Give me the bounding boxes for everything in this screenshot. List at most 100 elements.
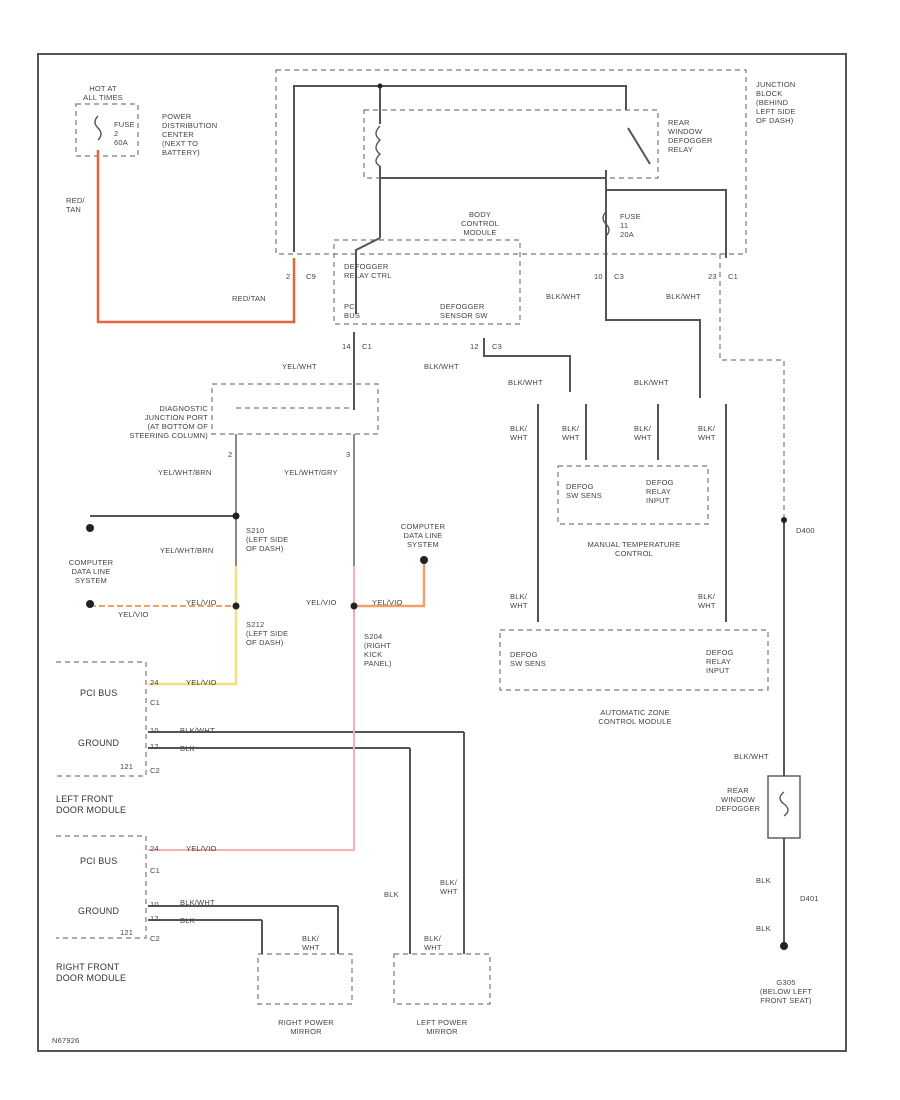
splice-dots (86, 83, 788, 950)
yellow-wire-s212 (148, 566, 238, 686)
bcm-box (333, 239, 521, 325)
label-pin-12-lf: 12 (150, 742, 159, 751)
label-pin-3: 3 (346, 450, 351, 459)
label-junction-block: JUNCTION BLOCK (BEHIND LEFT SIDE OF DASH… (756, 80, 796, 125)
label-pin-2-c9: 2 (286, 272, 291, 281)
label-pdc: POWER DISTRIBUTION CENTER (NEXT TO BATTE… (162, 112, 218, 157)
label-pin-12: 12 (470, 342, 479, 351)
relay-box (363, 109, 659, 179)
label-defogger-relay-ctrl: DEFOGGER RELAY CTRL (344, 262, 392, 280)
label-blk-wht-col6: BLK/ WHT (698, 592, 716, 610)
bcm-defog-ctrl (355, 237, 381, 314)
label-bcm: BODY CONTROL MODULE (460, 210, 500, 237)
label-blk-wht-5: BLK/WHT (634, 378, 669, 387)
label-yel-brn-1: YEL/WHT/BRN (158, 468, 212, 477)
label-fuse-2: FUSE 2 60A (114, 120, 135, 147)
label-blk-rf: BLK (180, 916, 195, 925)
left-mirror-box (393, 953, 491, 1005)
label-diag-port: DIAGNOSTIC JUNCTION PORT (AT BOTTOM OF S… (129, 404, 208, 440)
dark-wires (90, 85, 785, 954)
label-defog-relay-input-1: DEFOG RELAY INPUT (646, 478, 674, 505)
label-blk-wht-rf: BLK/WHT (180, 898, 215, 907)
s212-splice (232, 602, 240, 610)
label-blk-lf: BLK (180, 744, 195, 753)
label-defog-relay-input-2: DEFOG RELAY INPUT (706, 648, 734, 675)
relay-switch (627, 127, 651, 165)
label-manual-temp-control: MANUAL TEMPERATURE CONTROL (587, 540, 681, 558)
gray-wires (235, 434, 355, 566)
label-yel-wht: YEL/WHT (282, 362, 317, 371)
label-pin-24-rf: 24 (150, 844, 159, 853)
label-ground-rf: GROUND (78, 906, 120, 916)
label-blk-wht-lps-a: BLK/ WHT (440, 878, 458, 896)
label-ground-lf: GROUND (78, 738, 120, 748)
label-c1-b: C1 (728, 272, 738, 281)
label-blk-wht-3: BLK/WHT (424, 362, 459, 371)
label-blk-wht-col4: BLK/ WHT (698, 424, 716, 442)
red-tan-wire (96, 150, 296, 324)
label-yel-vio-3: YEL/VIO (306, 598, 337, 607)
label-pin-10-lf: 10 (150, 726, 159, 735)
label-blk-wht-1: BLK/WHT (546, 292, 581, 301)
label-d401: D401 (800, 894, 819, 903)
label-red-tan-1: RED/ TAN (66, 196, 85, 214)
label-c1-a: C1 (362, 342, 372, 351)
label-pci-bus-rf: PCI BUS (80, 856, 118, 866)
pink-wire (148, 566, 355, 851)
label-defog-sw-sense-2: DEFOG SW SENS (510, 650, 546, 668)
label-c3-b: C3 (614, 272, 624, 281)
label-s204: S204 (RIGHT KICK PANEL) (364, 632, 392, 668)
label-s210: S210 (LEFT SIDE OF DASH) (246, 526, 289, 553)
label-pin-23: 23 (708, 272, 717, 281)
label-s212: S212 (LEFT SIDE OF DASH) (246, 620, 289, 647)
label-yel-vio-2: YEL/VIO (118, 610, 149, 619)
s210-splice (232, 512, 240, 520)
symbols (94, 115, 801, 839)
junction-block-box (275, 69, 747, 255)
label-pin-10-rf: 10 (150, 900, 159, 909)
label-auto-zone-control: AUTOMATIC ZONE CONTROL MODULE (598, 708, 672, 726)
label-right-front-door-module: RIGHT FRONT DOOR MODULE (56, 962, 127, 983)
label-pin-24-lf: 24 (150, 678, 159, 687)
label-defogger-sensor-sw: DEFOGGER SENSOR SW (440, 302, 488, 320)
label-c2-rf: C2 (150, 934, 160, 943)
label-c3-a: C3 (492, 342, 502, 351)
label-pci-bus: PCI BUS (344, 302, 361, 320)
label-cdl-right: COMPUTER DATA LINE SYSTEM (400, 522, 446, 549)
label-rear-window-defogger: REAR WINDOW DEFOGGER (715, 786, 761, 813)
label-yel-vio-1: YEL/VIO (186, 598, 217, 607)
label-c1-rf: C1 (150, 866, 160, 875)
component-outlines (56, 69, 785, 1005)
yel-vio-wire-right (354, 560, 426, 608)
label-pci-bus-lf: PCI BUS (80, 688, 118, 698)
label-blk-wht-col2: BLK/ WHT (562, 424, 580, 442)
jb-node (377, 83, 383, 89)
label-yel-brn-2: YEL/WHT/BRN (160, 546, 214, 555)
label-pin-2: 2 (228, 450, 233, 459)
diag-port-box (211, 383, 379, 435)
rf-door-module-outline (56, 835, 147, 939)
label-fuse-11: FUSE 11 20A (620, 212, 641, 239)
label-pin-10: 10 (594, 272, 603, 281)
label-blk-wht-lf: BLK/WHT (180, 726, 215, 735)
label-cdl-left: COMPUTER DATA LINE SYSTEM (68, 558, 114, 585)
label-defog-sw-sense-1: DEFOG SW SENS (566, 482, 602, 500)
jb-loop-wire (293, 85, 627, 252)
label-left-front-door-module: LEFT FRONT DOOR MODULE (56, 794, 127, 815)
label-blk-1: BLK (756, 876, 771, 885)
label-pin-12-rf: 12 (150, 914, 159, 923)
lf-door-module-outline (56, 661, 147, 777)
label-d400: D400 (796, 526, 815, 535)
blk-wht-left (483, 338, 571, 392)
label-blk-wht-rps: BLK/ WHT (302, 934, 320, 952)
label-pin-121-lf: 121 (120, 762, 134, 771)
blk-wht-right (605, 256, 701, 398)
diagram-frame (37, 53, 847, 1052)
cdl-right-dot (420, 556, 428, 564)
relay-coil-symbol (375, 125, 382, 167)
defogger-element (767, 775, 801, 839)
g305-ground (780, 942, 788, 950)
manual-temp-box (557, 465, 709, 525)
fuse-to-c1 (606, 189, 727, 258)
label-relay: REAR WINDOW DEFOGGER RELAY (668, 118, 713, 154)
